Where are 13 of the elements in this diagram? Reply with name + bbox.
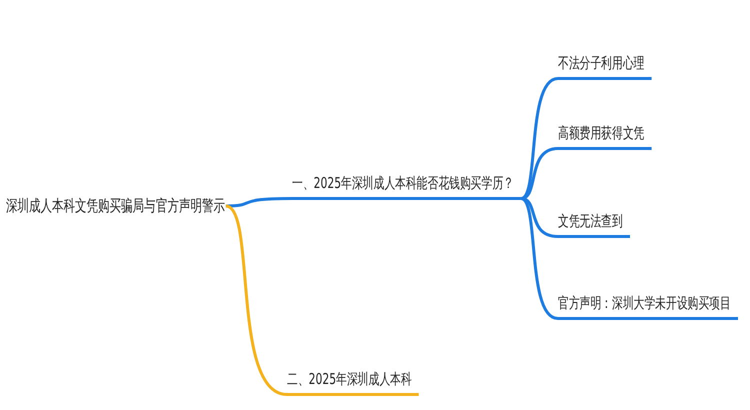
- connector-line: [520, 197, 558, 238]
- subtopic: 高额费用获得文凭: [558, 123, 652, 150]
- subtopic: 不法分子利用心理: [558, 53, 652, 80]
- connector-line: [520, 197, 558, 320]
- connector-line: [226, 197, 292, 208]
- subtopic: 文凭无法查到: [558, 211, 630, 238]
- connector-line: [225, 204, 288, 396]
- subtopic: 官方声明：深圳大学未开设购买项目: [558, 293, 738, 320]
- branch-topic: 二、2025年深圳成人本科: [287, 369, 419, 396]
- connector-line: [520, 77, 558, 200]
- branch-topic: 一、2025年深圳成人本科能否花钱购买学历？: [292, 173, 522, 200]
- connector-line: [520, 147, 558, 200]
- root-topic: 深圳成人本科文凭购买骗局与官方声明警示: [6, 196, 225, 216]
